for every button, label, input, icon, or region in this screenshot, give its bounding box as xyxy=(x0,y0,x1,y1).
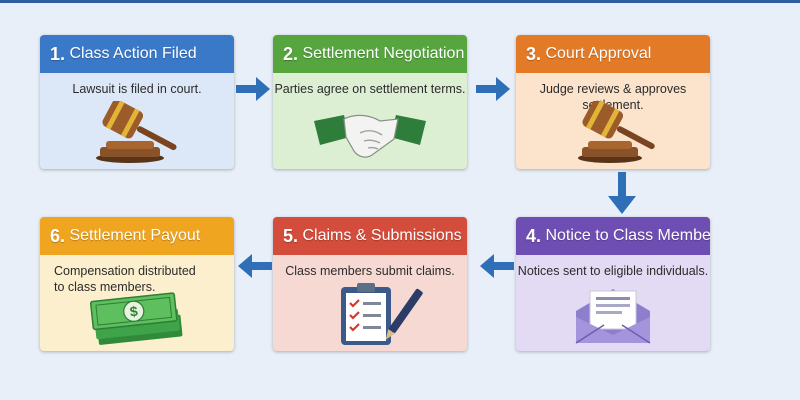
step-number: 6. xyxy=(50,225,66,246)
step-card-class-action-filed: 1. Class Action Filed Lawsuit is filed i… xyxy=(40,35,234,169)
step-card-notice-to-class-members: 4. Notice to Class Members Notices sent … xyxy=(516,217,710,351)
gavel-icon xyxy=(516,101,710,165)
step-description: Class members submit claims. xyxy=(285,264,455,278)
step-description-line: Compensation distributed xyxy=(54,264,196,278)
clipboard-checklist-icon xyxy=(273,281,467,347)
step-header: 6. Settlement Payout xyxy=(40,217,234,255)
money-stack-icon: $ xyxy=(40,283,234,347)
step-number: 4. xyxy=(526,225,542,246)
step-title: Notice to Class Members xyxy=(545,227,710,244)
step-header: 1. Class Action Filed xyxy=(40,35,234,73)
arrow-right-icon xyxy=(476,77,510,101)
step-description-line: to class members. xyxy=(54,280,156,294)
step-description: Lawsuit is filed in court. xyxy=(72,82,202,96)
step-header: 3. Court Approval xyxy=(516,35,710,73)
envelope-icon xyxy=(516,283,710,347)
step-number: 5. xyxy=(283,225,299,246)
arrow-right-icon xyxy=(236,77,270,101)
step-header: 4. Notice to Class Members xyxy=(516,217,710,255)
step-title: Settlement Negotiation xyxy=(302,45,465,62)
arrow-left-icon xyxy=(480,254,514,278)
step-card-settlement-payout: 6. Settlement Payout Compensation distri… xyxy=(40,217,234,351)
step-description: Parties agree on settlement terms. xyxy=(274,82,466,96)
step-card-claims-and-submissions: 5. Claims & Submissions Class members su… xyxy=(273,217,467,351)
step-card-court-approval: 3. Court Approval Judge reviews & approv… xyxy=(516,35,710,169)
gavel-icon xyxy=(40,101,234,165)
step-header: 2. Settlement Negotiation xyxy=(273,35,467,73)
step-number: 1. xyxy=(50,43,66,64)
arrow-down-icon xyxy=(608,172,636,214)
step-description: Compensation distributed to class member… xyxy=(40,263,234,295)
step-title: Claims & Submissions xyxy=(302,227,462,244)
step-number: 2. xyxy=(283,43,299,64)
step-description: Notices sent to eligible individuals. xyxy=(517,264,709,278)
step-number: 3. xyxy=(526,43,542,64)
step-header: 5. Claims & Submissions xyxy=(273,217,467,255)
step-title: Class Action Filed xyxy=(69,45,197,62)
arrow-left-icon xyxy=(238,254,272,278)
step-card-settlement-negotiation: 2. Settlement Negotiation Parties agree … xyxy=(273,35,467,169)
step-title: Settlement Payout xyxy=(69,227,201,244)
top-band xyxy=(0,0,800,3)
handshake-icon xyxy=(273,101,467,165)
svg-text:$: $ xyxy=(129,303,139,320)
step-title: Court Approval xyxy=(545,45,652,62)
